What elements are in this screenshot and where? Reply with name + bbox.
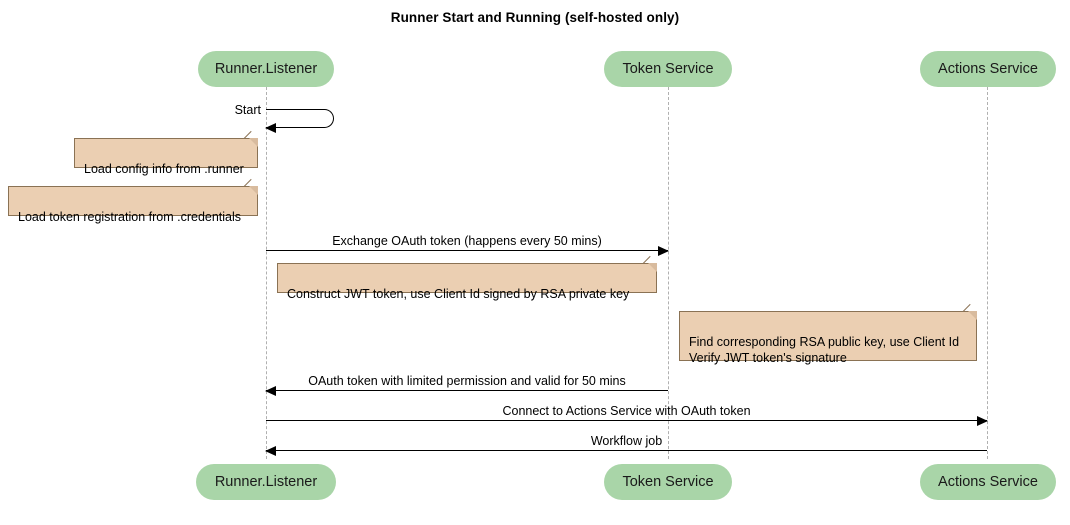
message-workflow-job [265, 446, 987, 456]
note-fold-icon [249, 138, 258, 147]
message-start-arrowhead [265, 123, 276, 133]
participant-token-top[interactable]: Token Service [604, 51, 732, 87]
page-title: Runner Start and Running (self-hosted on… [390, 10, 680, 25]
participant-label: Actions Service [938, 61, 1038, 77]
participant-runner-top[interactable]: Runner.Listener [198, 51, 334, 87]
participant-label: Runner.Listener [214, 61, 318, 77]
message-label-oauth-return: OAuth token with limited permission and … [308, 374, 626, 388]
message-start-selfloop [266, 109, 334, 128]
lifeline-actions [987, 87, 988, 459]
note-construct-jwt: Construct JWT token, use Client Id signe… [277, 255, 657, 301]
participant-label: Token Service [622, 61, 714, 77]
note-fold-icon [968, 311, 977, 320]
lifeline-token [668, 87, 669, 459]
message-connect-actions [266, 416, 988, 426]
note-load-config: Load config info from .runner [74, 130, 258, 176]
lifeline-runner [266, 87, 267, 459]
message-exchange-oauth [266, 246, 669, 256]
message-label-connect-actions: Connect to Actions Service with OAuth to… [502, 404, 751, 418]
note-verify-jwt: Find corresponding RSA public key, use C… [679, 303, 977, 365]
participant-runner-bottom[interactable]: Runner.Listener [196, 464, 336, 500]
arrowhead-right-icon [658, 246, 669, 256]
message-label-start: Start [234, 103, 261, 117]
participant-label: Actions Service [938, 474, 1038, 490]
message-label-workflow-job: Workflow job [590, 434, 663, 448]
note-text: Construct JWT token, use Client Id signe… [287, 287, 630, 301]
note-text: Find corresponding RSA public key, use C… [689, 335, 960, 365]
participant-label: Runner.Listener [214, 474, 318, 490]
participant-token-bottom[interactable]: Token Service [604, 464, 732, 500]
note-load-token-registration: Load token registration from .credential… [8, 178, 258, 224]
note-text: Load token registration from .credential… [18, 210, 242, 224]
note-fold-icon [648, 263, 657, 272]
arrowhead-left-icon [265, 386, 276, 396]
participant-label: Token Service [622, 474, 714, 490]
message-oauth-return [265, 386, 668, 396]
note-text: Load config info from .runner [84, 162, 244, 176]
note-fold-icon [249, 186, 258, 195]
arrowhead-right-icon [977, 416, 988, 426]
participant-actions-top[interactable]: Actions Service [920, 51, 1056, 87]
participant-actions-bottom[interactable]: Actions Service [920, 464, 1056, 500]
arrowhead-left-icon [265, 446, 276, 456]
message-label-exchange-oauth: Exchange OAuth token (happens every 50 m… [332, 234, 602, 248]
